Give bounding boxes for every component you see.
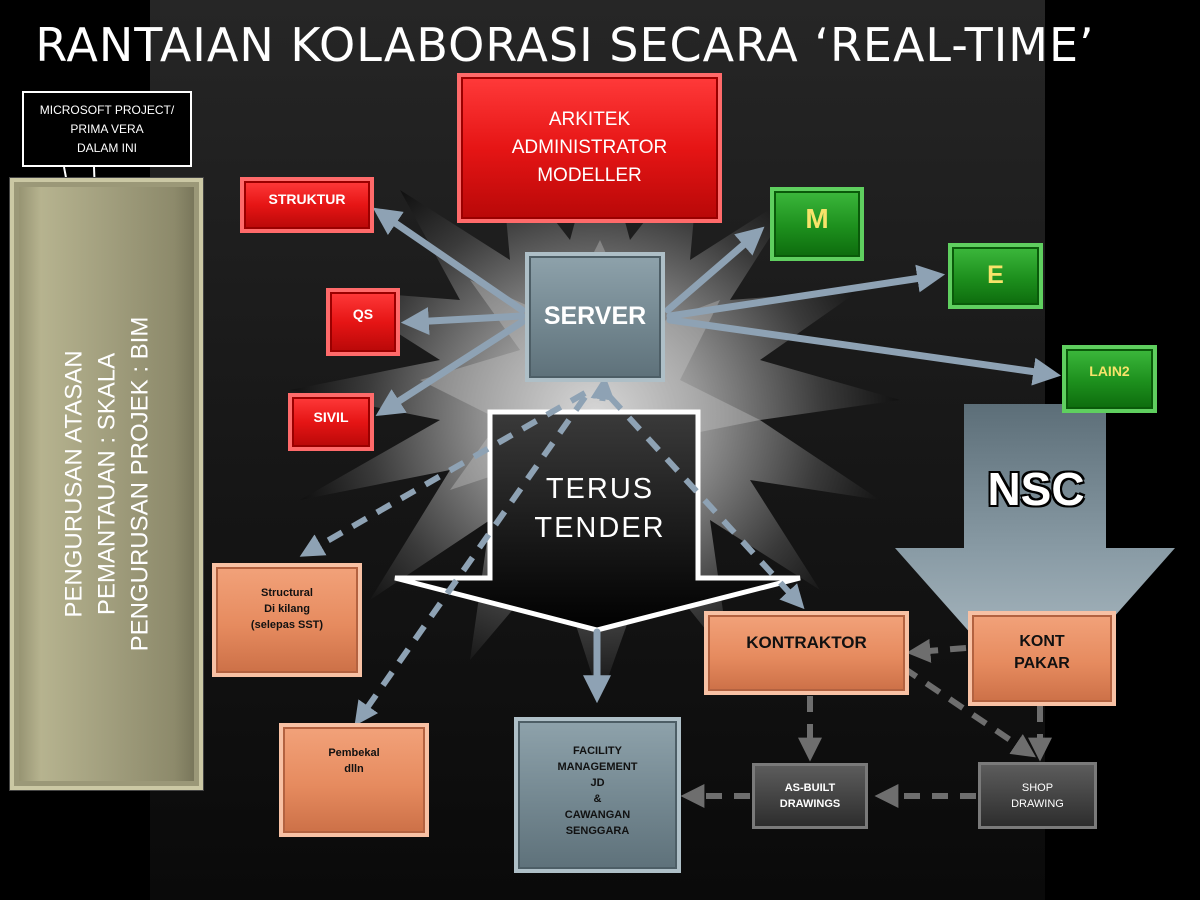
kont-pakar-line: KONT xyxy=(1019,633,1065,650)
m-label: M xyxy=(805,203,829,234)
arkitek-line: ARKITEK xyxy=(548,109,631,130)
arrow-to-sivil xyxy=(375,318,526,417)
pembekal-line: Pembekal xyxy=(328,747,380,759)
arrow-to-e xyxy=(666,264,946,320)
dashed-arrow-to-kontraktor xyxy=(607,394,805,610)
facility-line: FACILITY xyxy=(573,745,622,757)
structural-line: Di kilang xyxy=(264,603,310,615)
kontraktor-node[interactable]: KONTRAKTOR xyxy=(704,611,909,695)
sivil-node[interactable]: SIVIL xyxy=(288,393,374,451)
as-built-line: DRAWINGS xyxy=(779,798,841,810)
facility-line: CAWANGAN xyxy=(564,809,631,821)
facility-line: SENGGARA xyxy=(565,825,630,837)
structural-line: Structural xyxy=(261,587,313,599)
shop-line: SHOP xyxy=(1021,781,1054,794)
tender-arrow xyxy=(394,409,801,633)
pembekal-line: dlln xyxy=(344,763,364,775)
kontraktor-label: KONTRAKTOR xyxy=(746,633,867,652)
struktur-label: STRUKTUR xyxy=(268,191,346,207)
kont-pakar-node[interactable]: KONT PAKAR xyxy=(968,611,1116,706)
structural-node[interactable]: Structural Di kilang (selepas SST) xyxy=(212,563,362,677)
shop-line: DRAWING xyxy=(1011,797,1064,810)
ms-project-callout: MICROSOFT PROJECT/ PRIMA VERA DALAM INI xyxy=(22,91,192,167)
arkitek-line: MODELLER xyxy=(537,165,642,186)
sivil-label: SIVIL xyxy=(313,409,349,425)
callout-line: DALAM INI xyxy=(76,140,137,155)
tender-label: TERUS TENDER xyxy=(515,470,685,548)
server-label: SERVER xyxy=(543,302,647,330)
arrow-to-qs xyxy=(400,307,526,336)
arkitek-line: ADMINISTRATOR xyxy=(511,137,668,158)
arrow-to-struktur xyxy=(372,207,526,314)
management-line: PEMANTAUAN : SKALA xyxy=(93,352,120,616)
lain2-label: LAIN2 xyxy=(1089,363,1130,379)
dashed-arrow-to-structural xyxy=(299,390,587,557)
qs-node[interactable]: QS xyxy=(326,288,400,356)
lain2-node[interactable]: LAIN2 xyxy=(1062,345,1157,413)
server-node[interactable]: SERVER xyxy=(525,252,665,382)
m-node[interactable]: M xyxy=(770,187,864,261)
arkitek-node[interactable]: ARKITEK ADMINISTRATOR MODELLER xyxy=(457,73,722,223)
qs-label: QS xyxy=(352,306,374,322)
shop-drawing-node[interactable]: SHOP DRAWING xyxy=(978,762,1097,829)
nsc-label: NSC xyxy=(986,462,1085,516)
facility-line: JD xyxy=(590,777,605,789)
server-connectors xyxy=(372,207,1062,704)
kont-pakar-line: PAKAR xyxy=(1014,655,1070,672)
page-title: RANTAIAN KOLABORASI SECARA ‘REAL-TIME’ xyxy=(35,18,1095,72)
nsc-arrow xyxy=(895,404,1175,706)
facility-management-node[interactable]: FACILITY MANAGEMENT JD & CAWANGAN SENGGA… xyxy=(514,717,681,873)
management-bar: PENGURUSAN ATASAN PEMANTAUAN : SKALA PEN… xyxy=(10,178,203,790)
facility-line: MANAGEMENT xyxy=(557,761,638,773)
dashed-connectors xyxy=(299,375,805,726)
dashed-arrow-to-server xyxy=(590,375,615,405)
callout-line: PRIMA VERA xyxy=(70,121,144,136)
callout-line: MICROSOFT PROJECT/ xyxy=(39,102,175,117)
e-label: E xyxy=(987,261,1004,289)
arrow-to-lain2 xyxy=(666,316,1062,386)
as-built-drawings-node[interactable]: AS-BUILT DRAWINGS xyxy=(752,763,868,829)
management-line: PENGURUSAN ATASAN xyxy=(60,350,87,618)
grey-arrow-to-kontraktor xyxy=(906,638,967,663)
facility-line: & xyxy=(593,793,602,805)
structural-line: (selepas SST) xyxy=(250,619,324,631)
arrow-to-m xyxy=(664,226,765,314)
management-line: PENGURUSAN PROJEK : BIM xyxy=(126,316,153,652)
tender-line: TERUS xyxy=(545,473,655,505)
as-built-line: AS-BUILT xyxy=(784,782,836,794)
pembekal-node[interactable]: Pembekal dlln xyxy=(279,723,429,837)
e-node[interactable]: E xyxy=(948,243,1043,309)
tender-line: TENDER xyxy=(534,512,666,544)
management-bar-text: PENGURUSAN ATASAN PEMANTAUAN : SKALA PEN… xyxy=(57,184,156,784)
struktur-node[interactable]: STRUKTUR xyxy=(240,177,374,233)
dashed-arrow-to-pembekal xyxy=(354,395,588,726)
